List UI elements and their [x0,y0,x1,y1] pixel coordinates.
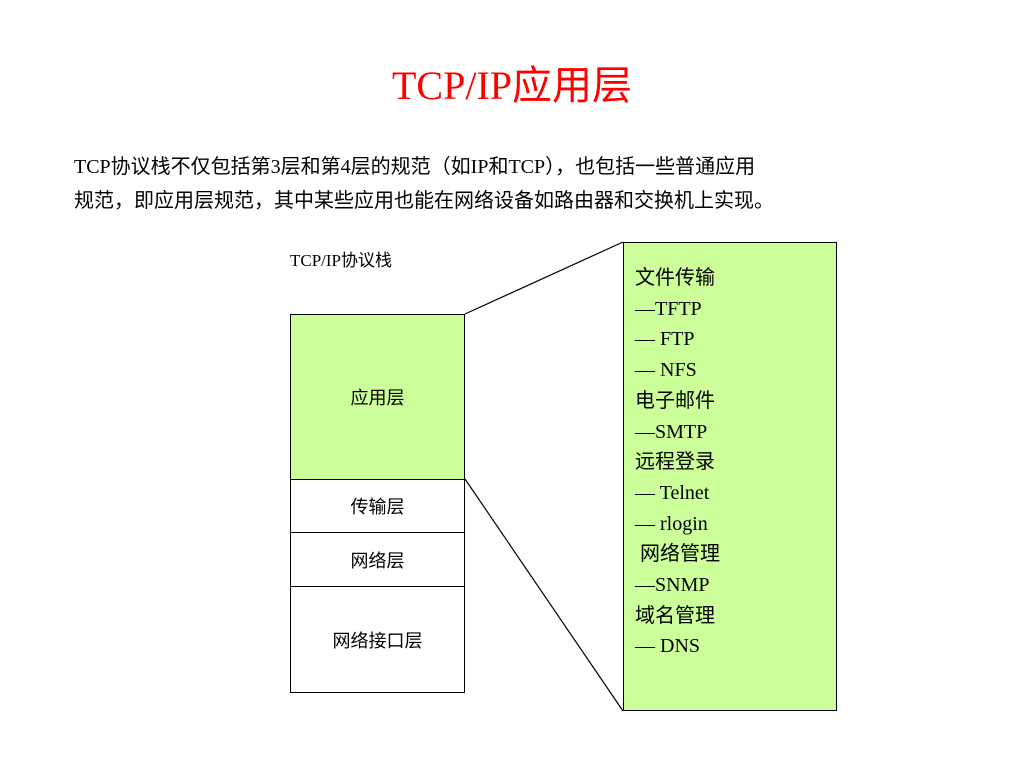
description-text: TCP协议栈不仅包括第3层和第4层的规范（如IP和TCP），也包括一些普通应用 … [74,150,974,218]
layer-application: 应用层 [290,314,465,480]
protocol-item: —SNMP [635,574,710,597]
slide-title: TCP/IP应用层 [391,63,633,108]
protocol-item: —TFTP [635,297,702,320]
protocol-item: 电子邮件 [635,389,715,412]
description-line-2: 规范，即应用层规范，其中某些应用也能在网络设备如路由器和交换机上实现。 [74,190,774,212]
connector-bottom-line [464,478,624,712]
protocol-item: 远程登录 [635,451,715,474]
protocol-item: — DNS [635,635,701,658]
protocol-item: —SMTP [635,420,708,443]
protocol-item: 文件传输 [635,267,715,289]
protocol-item: — FTP [635,328,695,351]
protocol-item: — Telnet [635,481,710,504]
protocol-item: 域名管理 [635,604,715,627]
protocol-item: — NFS [635,359,697,382]
protocol-item: 网络管理 [635,543,720,566]
layer-transport: 传输层 [290,479,465,533]
description-line-1: TCP协议栈不仅包括第3层和第4层的规范（如IP和TCP），也包括一些普通应用 [74,156,756,178]
stack-label: TCP/IP协议栈 [290,251,393,270]
protocol-item: — rlogin [635,512,708,535]
layer-network: 网络层 [290,532,465,587]
layer-network-interface: 网络接口层 [290,586,465,693]
protocol-list-box: 文件传输 —TFTP — FTP — NFS 电子邮件 —SMTP 远程登录 —… [623,242,837,711]
